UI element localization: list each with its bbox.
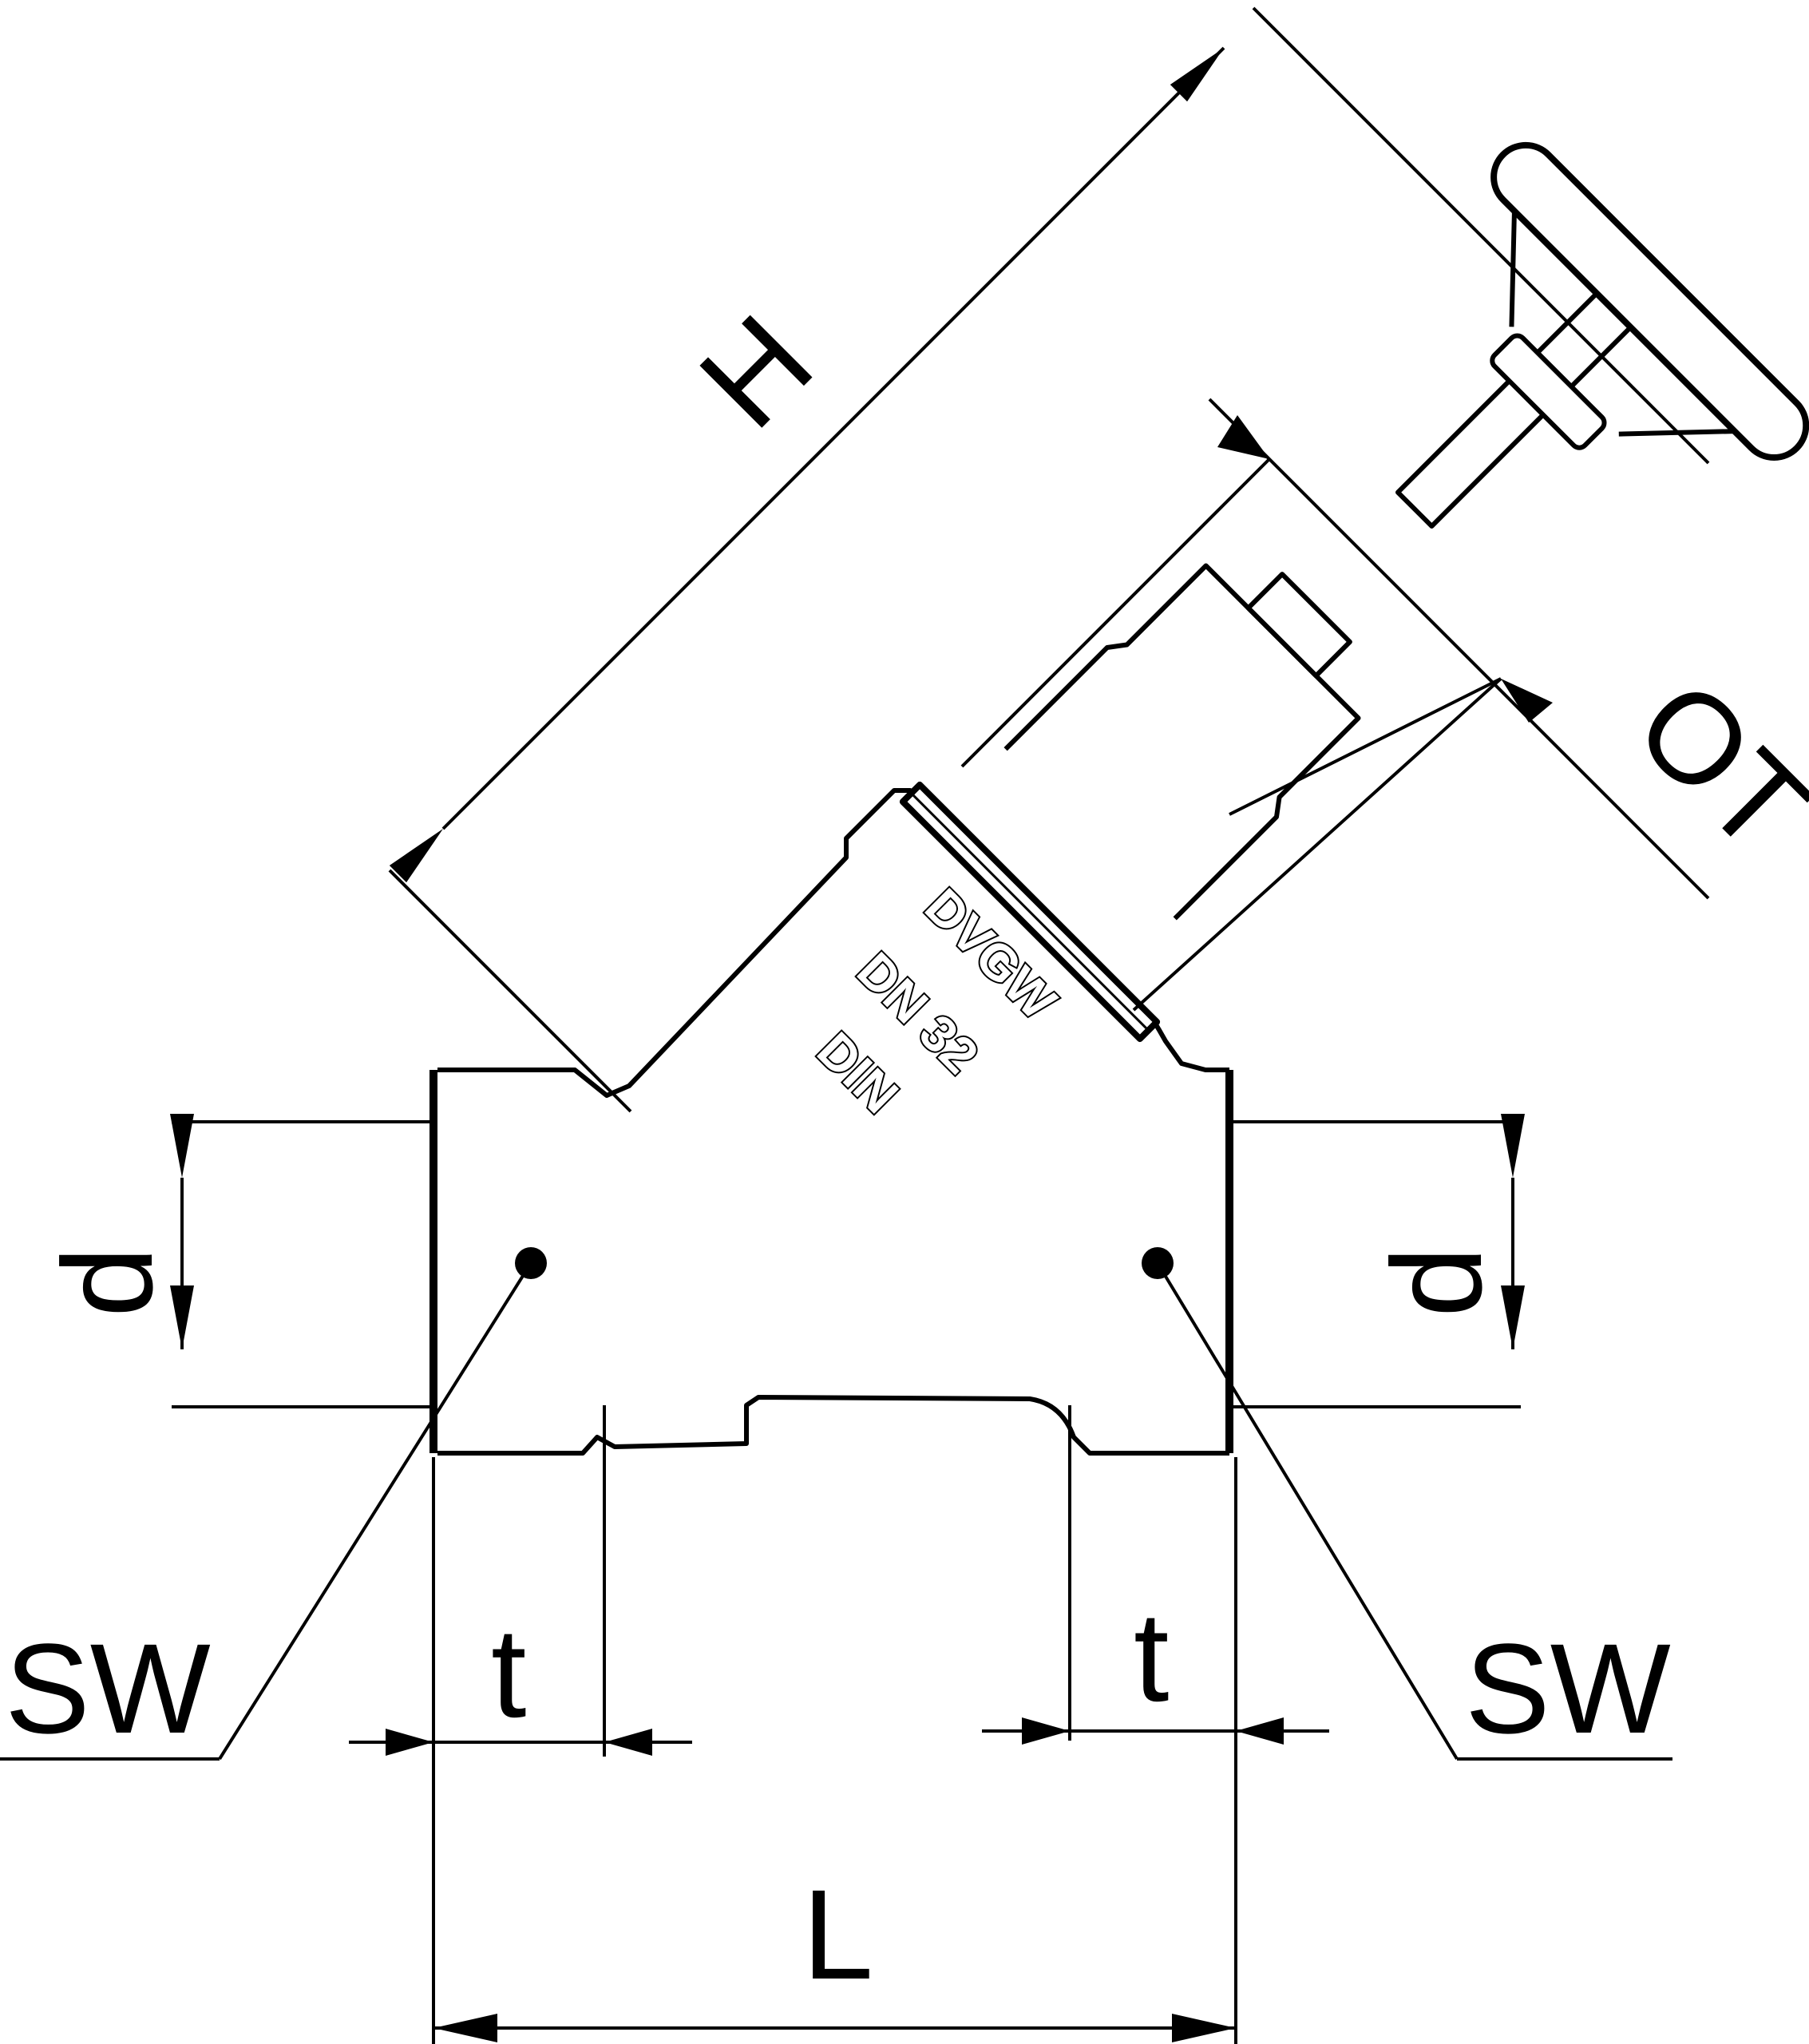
t-right-label: t (1134, 1585, 1169, 1728)
sw-right-label: SW (1465, 1617, 1671, 1760)
ot-dimension-line (1229, 677, 1502, 816)
t-left-arrow-out (386, 1729, 433, 1756)
marking-standard: DIN (806, 1021, 909, 1124)
h-dimension-line (389, 46, 1225, 883)
sw-right-leader (1156, 1262, 1672, 1761)
handwheel-rim (1490, 141, 1809, 461)
handwheel-hub (1490, 333, 1607, 450)
t-left-arrow-in (604, 1729, 652, 1756)
sw-right-dot (1142, 1247, 1174, 1279)
t-left-label: t (491, 1601, 526, 1744)
l-label: L (802, 1863, 873, 2006)
valve-body (429, 788, 1233, 1456)
sw-left-dot (515, 1247, 547, 1279)
h-extension-lower (388, 869, 632, 1113)
h-label: H (672, 288, 838, 454)
d-left-label: d (36, 1246, 179, 1317)
bonnet-neck (1003, 563, 1361, 921)
bonnet-assembly (899, 141, 1809, 1043)
dimension-d-left (170, 1114, 429, 1408)
body-top-right-outline (1147, 1012, 1229, 1072)
sw-left-leader (0, 1262, 532, 1761)
ot-arrow-lower (1501, 679, 1553, 723)
ot-extension-upper (1208, 398, 1710, 900)
dimension-d-right (1233, 1114, 1525, 1408)
d-right-label: d (1365, 1246, 1508, 1317)
stem-packing (1245, 572, 1352, 679)
ot-extension-lower (960, 458, 1271, 768)
ot-arrow-upper (1217, 415, 1269, 459)
t-right-arrow-out (1236, 1717, 1284, 1745)
h-extension-upper (1252, 6, 1710, 465)
body-bottom-outline (437, 1395, 1229, 1456)
ot-label: OT (1609, 652, 1809, 879)
t-right-arrow-in (1022, 1717, 1070, 1745)
dimension-h (388, 6, 1710, 1113)
l-arrow-left (433, 2014, 497, 2042)
dimension-ot (960, 398, 1710, 1012)
sw-left-label: SW (5, 1617, 211, 1760)
l-arrow-right (1172, 2014, 1236, 2042)
ot-extension-lower-2 (1132, 677, 1502, 1012)
